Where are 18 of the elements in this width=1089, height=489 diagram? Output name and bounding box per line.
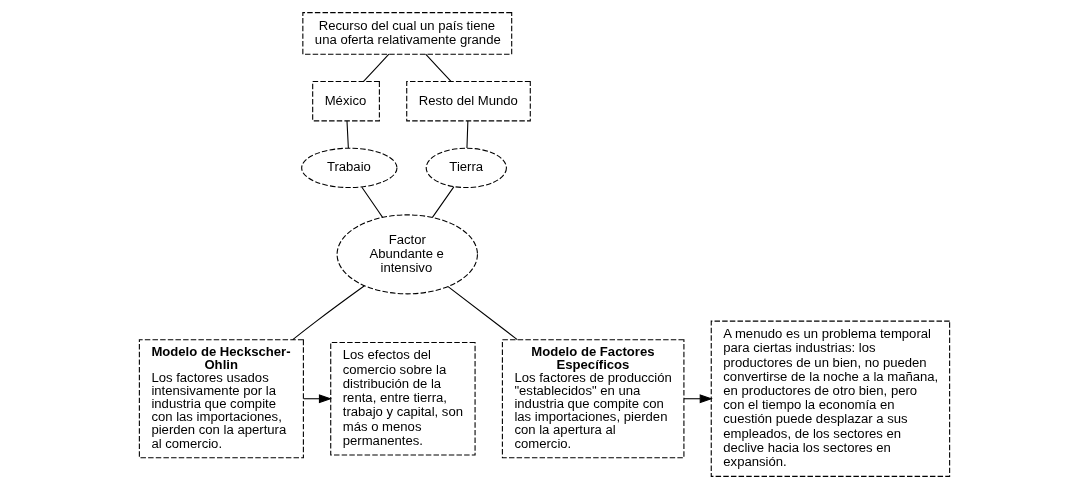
node-box: Recurso del cual un país tiene una oferta relativamente grande: [302, 12, 513, 55]
connector: [363, 53, 390, 82]
node-ellipse: Trabaio: [301, 147, 398, 189]
node-ellipse: Tierra: [425, 147, 507, 189]
connector: [431, 186, 455, 218]
connector: [425, 53, 452, 82]
node-ellipse: Factor Abundante e intensivo: [336, 214, 478, 295]
node-box: Modelo de Heckscher-Ohlin Los factores usados intensivamente por la industria que compite con las importaciones, pierden con la apertura al comercio.: [138, 339, 304, 459]
connector: [447, 286, 518, 341]
node-box: A menudo es un problema temporal para ciertas industrias: los productores de un bien, no pueden convertirse de la noche a la mañana, en productores de otro bien, pero con el tiempo la economía en cuestión puede desplazar a sus empleados, de los sectores en declive hacia los sectores en expansión.: [710, 320, 951, 477]
connector: [361, 186, 384, 218]
node-box: Modelo de Factores Específicos Los factores de producción "establecidos" en una industria que compite con las importaciones, pierden con la apertura al comercio.: [501, 339, 685, 459]
node-box: Resto del Mundo: [406, 80, 531, 122]
connector: [292, 285, 365, 341]
connector: [466, 120, 469, 149]
connector: [346, 120, 349, 149]
node-box: Los efectos del comercio sobre la distribución de la renta, entre tierra, trabajo y capital, son más o menos permanentes.: [330, 341, 476, 456]
node-box: México: [312, 80, 380, 122]
